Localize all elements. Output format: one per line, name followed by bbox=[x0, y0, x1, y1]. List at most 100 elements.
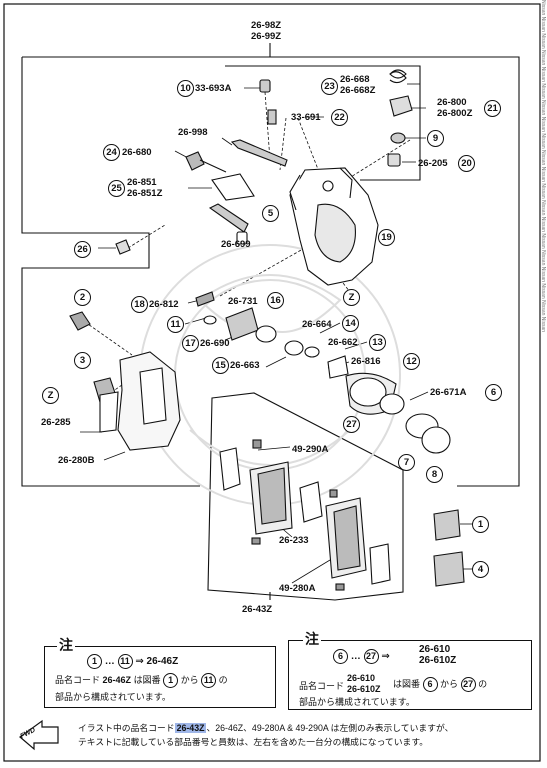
part-code-20[interactable]: 26-205 bbox=[418, 158, 448, 169]
callout-12[interactable]: 12 bbox=[403, 353, 420, 370]
callout-19[interactable]: 19 bbox=[378, 229, 395, 246]
callout-1[interactable]: 1 bbox=[472, 516, 489, 533]
part-code-25b[interactable]: 26-851Z bbox=[127, 188, 163, 199]
callout-16[interactable]: 16 bbox=[267, 292, 284, 309]
callout-4[interactable]: 4 bbox=[472, 561, 489, 578]
assembly-code-2[interactable]: 26-99Z bbox=[251, 31, 282, 42]
note-left-to-icon: 11 bbox=[117, 654, 133, 669]
part-code-23a[interactable]: 26-668 bbox=[340, 74, 370, 85]
note-right-target2: 26-610Z bbox=[419, 655, 457, 666]
note-right-to-icon2: 27 bbox=[460, 677, 476, 693]
callout-20[interactable]: 20 bbox=[458, 155, 475, 172]
callout-z-lower[interactable]: Z bbox=[42, 387, 59, 404]
part-code-290a[interactable]: 49-290A bbox=[292, 444, 329, 455]
callout-8[interactable]: 8 bbox=[426, 466, 443, 483]
footer-line-2: テキストに記載している部品番号と員数は、左右を含めた一台分の構成になっています。 bbox=[78, 737, 429, 747]
side-watermark-text: Nissan Nissan Nissan Nissan Nissan Nissa… bbox=[540, 0, 546, 333]
callout-11[interactable]: 11 bbox=[167, 316, 184, 333]
callout-2[interactable]: 2 bbox=[74, 289, 91, 306]
callout-10[interactable]: 10 bbox=[177, 80, 194, 97]
note-right-dots: … bbox=[350, 651, 361, 663]
note-right-target1: 26-610 bbox=[419, 644, 451, 655]
assembly-code-1[interactable]: 26-98Z bbox=[251, 20, 282, 31]
callout-21[interactable]: 21 bbox=[484, 100, 501, 117]
footer-text-b: 、26-46Z、49-280A & 49-290A は左側のみ表示していますが、 bbox=[206, 723, 454, 733]
callout-22[interactable]: 22 bbox=[331, 109, 348, 126]
callout-9[interactable]: 9 bbox=[427, 130, 444, 147]
part-code-285[interactable]: 26-285 bbox=[41, 417, 71, 428]
note-right-code2: 26-610Z bbox=[347, 684, 381, 694]
note-right-codes: 26-610 26-610Z bbox=[347, 673, 381, 695]
note-left-text-b: は図番 bbox=[133, 675, 161, 685]
note-right-range: 6 … 27 ⇒ bbox=[333, 649, 390, 664]
note-right-code1: 26-610 bbox=[347, 673, 376, 683]
note-right-line2: 部品から構成されています。 bbox=[299, 697, 415, 707]
part-code-12[interactable]: 26-816 bbox=[351, 356, 381, 367]
part-code-699[interactable]: 26-699 bbox=[221, 239, 251, 250]
part-code-17[interactable]: 26-690 bbox=[200, 338, 230, 349]
part-code-233[interactable]: 26-233 bbox=[279, 535, 309, 546]
note-right-title: 注 bbox=[303, 629, 321, 649]
note-right-label: 品名コード bbox=[299, 681, 345, 691]
note-left-arrow: ⇒ bbox=[135, 656, 144, 668]
note-left-text-d: の bbox=[218, 675, 228, 685]
part-code-998[interactable]: 26-998 bbox=[178, 127, 208, 138]
part-code-280b[interactable]: 26-280B bbox=[58, 455, 95, 466]
note-left-to-icon2: 11 bbox=[201, 673, 217, 689]
note-left-line1: 品名コード 26-46Z は図番 1 から 11 の bbox=[55, 673, 228, 689]
footer-text-a: イラスト中の品名コード bbox=[78, 723, 175, 733]
fwd-arrow-icon bbox=[19, 719, 59, 751]
callout-14[interactable]: 14 bbox=[342, 315, 359, 332]
callout-7[interactable]: 7 bbox=[398, 454, 415, 471]
part-code-10[interactable]: 33-693A bbox=[195, 83, 232, 94]
callout-25[interactable]: 25 bbox=[108, 180, 125, 197]
note-left-from-icon: 1 bbox=[87, 654, 102, 669]
note-right: 注 6 … 27 ⇒ 26-610 26-610Z 品名コード 26-610 2… bbox=[288, 629, 532, 710]
part-code-21b[interactable]: 26-800Z bbox=[437, 108, 473, 119]
note-right-to-icon: 27 bbox=[363, 649, 379, 664]
part-code-13[interactable]: 26-662 bbox=[328, 337, 358, 348]
part-code-280a[interactable]: 49-280A bbox=[279, 583, 316, 594]
note-right-text-d: の bbox=[478, 679, 488, 689]
callout-3[interactable]: 3 bbox=[74, 352, 91, 369]
callout-15[interactable]: 15 bbox=[212, 357, 229, 374]
note-left-text-c: から bbox=[180, 675, 199, 685]
part-code-731[interactable]: 26-731 bbox=[228, 296, 258, 307]
note-left-line2: 部品から構成されています。 bbox=[55, 692, 171, 702]
callout-z-upper[interactable]: Z bbox=[343, 289, 360, 306]
note-right-text-b: は図番 bbox=[393, 679, 421, 689]
footer-highlight: 26-43Z bbox=[174, 723, 207, 733]
callout-23[interactable]: 23 bbox=[321, 78, 338, 95]
callout-5[interactable]: 5 bbox=[262, 205, 279, 222]
part-code-22[interactable]: 33-691 bbox=[291, 112, 321, 123]
callout-17[interactable]: 17 bbox=[182, 335, 199, 352]
note-left-title: 注 bbox=[57, 635, 75, 655]
callout-24[interactable]: 24 bbox=[103, 144, 120, 161]
part-code-24[interactable]: 26-680 bbox=[122, 147, 152, 158]
note-left-dots: … bbox=[104, 656, 115, 668]
callout-18[interactable]: 18 bbox=[131, 296, 148, 313]
note-right-targets: 26-610 26-610Z bbox=[419, 644, 456, 666]
part-code-25a[interactable]: 26-851 bbox=[127, 177, 157, 188]
callout-6[interactable]: 6 bbox=[485, 384, 502, 401]
note-left-range: 1 … 11 ⇒ 26-46Z bbox=[87, 654, 178, 669]
part-code-18[interactable]: 26-812 bbox=[149, 299, 179, 310]
part-code-14[interactable]: 26-664 bbox=[302, 319, 332, 330]
part-code-6[interactable]: 26-671A bbox=[430, 387, 467, 398]
note-right-text-c: から bbox=[440, 679, 459, 689]
note-left-code: 26-46Z bbox=[102, 675, 132, 685]
part-code-15[interactable]: 26-663 bbox=[230, 360, 260, 371]
note-left-label: 品名コード bbox=[55, 675, 101, 685]
callout-27[interactable]: 27 bbox=[343, 416, 360, 433]
part-code-21a[interactable]: 26-800 bbox=[437, 97, 467, 108]
part-code-43z[interactable]: 26-43Z bbox=[242, 604, 273, 615]
note-right-from-icon: 6 bbox=[333, 649, 348, 664]
callout-26[interactable]: 26 bbox=[74, 241, 91, 258]
note-left-from-icon2: 1 bbox=[163, 673, 179, 689]
note-right-from-icon2: 6 bbox=[422, 677, 438, 693]
part-code-23b[interactable]: 26-668Z bbox=[340, 85, 376, 96]
callout-13[interactable]: 13 bbox=[369, 334, 386, 351]
